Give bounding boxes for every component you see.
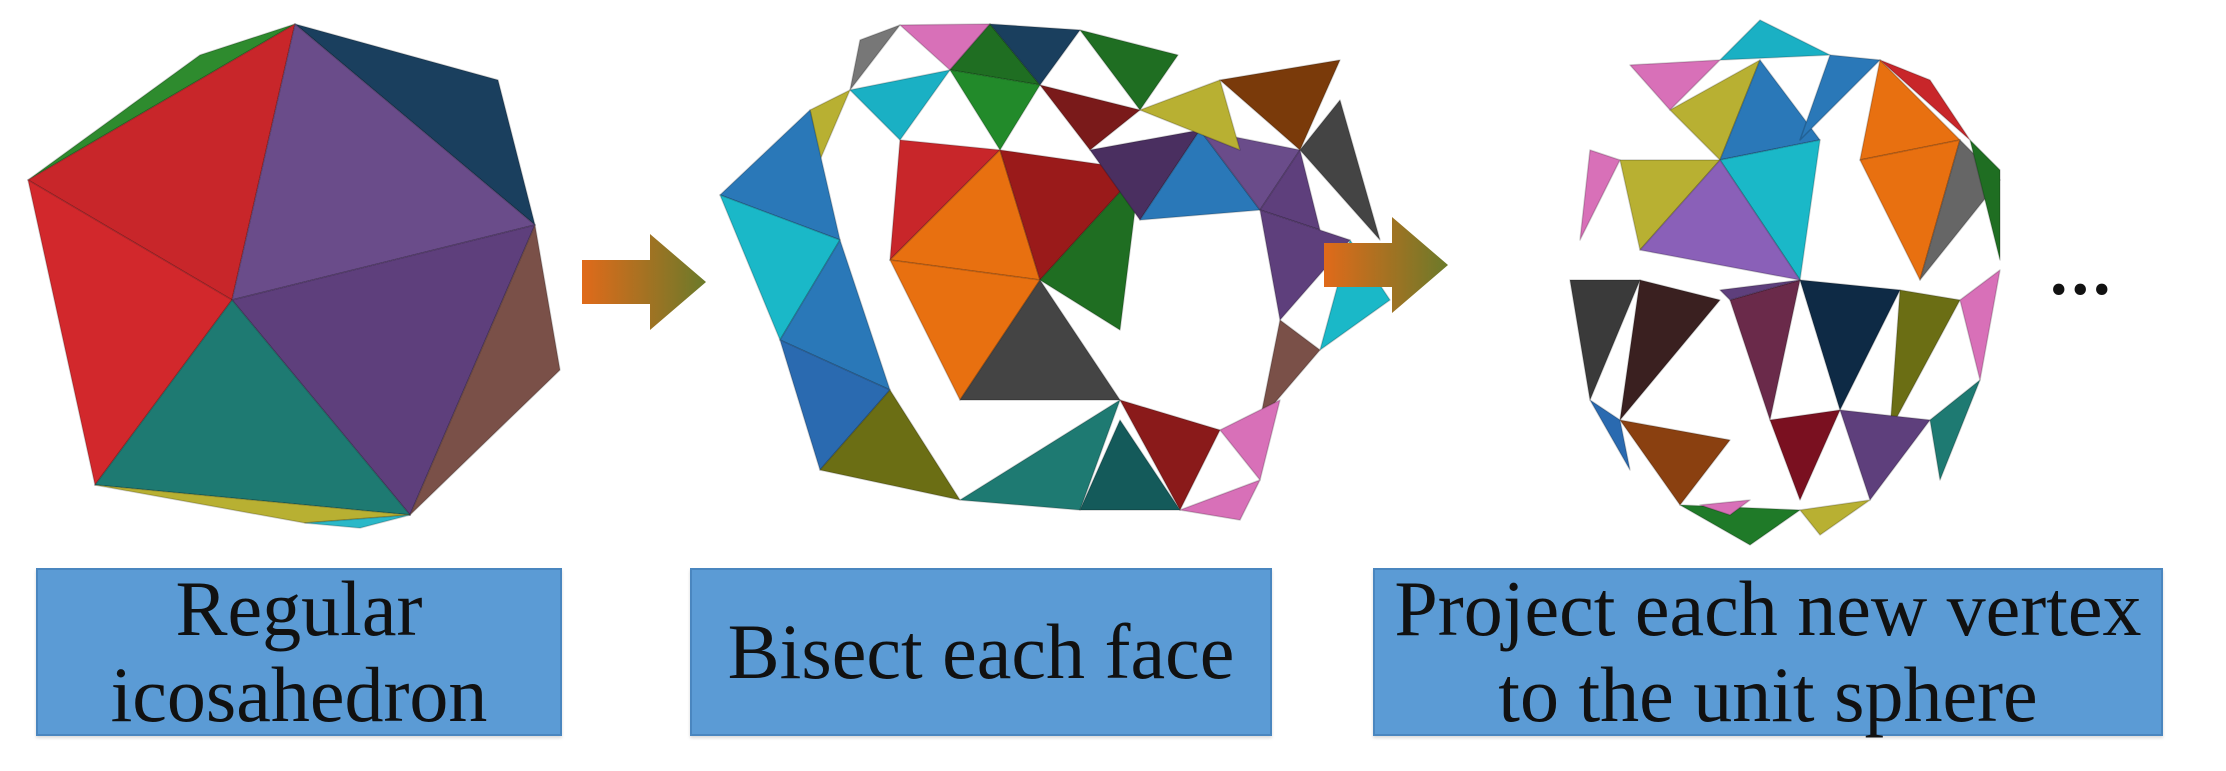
process-arrow-2 [1324,217,1448,313]
icosahedron-solid [27,23,561,529]
step-2-label-text: Bisect each face [727,608,1235,695]
step-3-label: Project each new vertex to the unit sphe… [1373,565,2163,738]
step-3-label-text: Project each new vertex to the unit sphe… [1394,565,2142,738]
geodesic-sphere [1569,19,2001,546]
process-arrow-1 [582,234,706,330]
step-1-label: Regular icosahedron [36,565,562,738]
step-1-label-text: Regular icosahedron [110,565,488,738]
step-2-label: Bisect each face [690,568,1272,736]
continuation-ellipsis: ... [2050,233,2115,310]
bisected-icosahedron [719,23,1391,521]
